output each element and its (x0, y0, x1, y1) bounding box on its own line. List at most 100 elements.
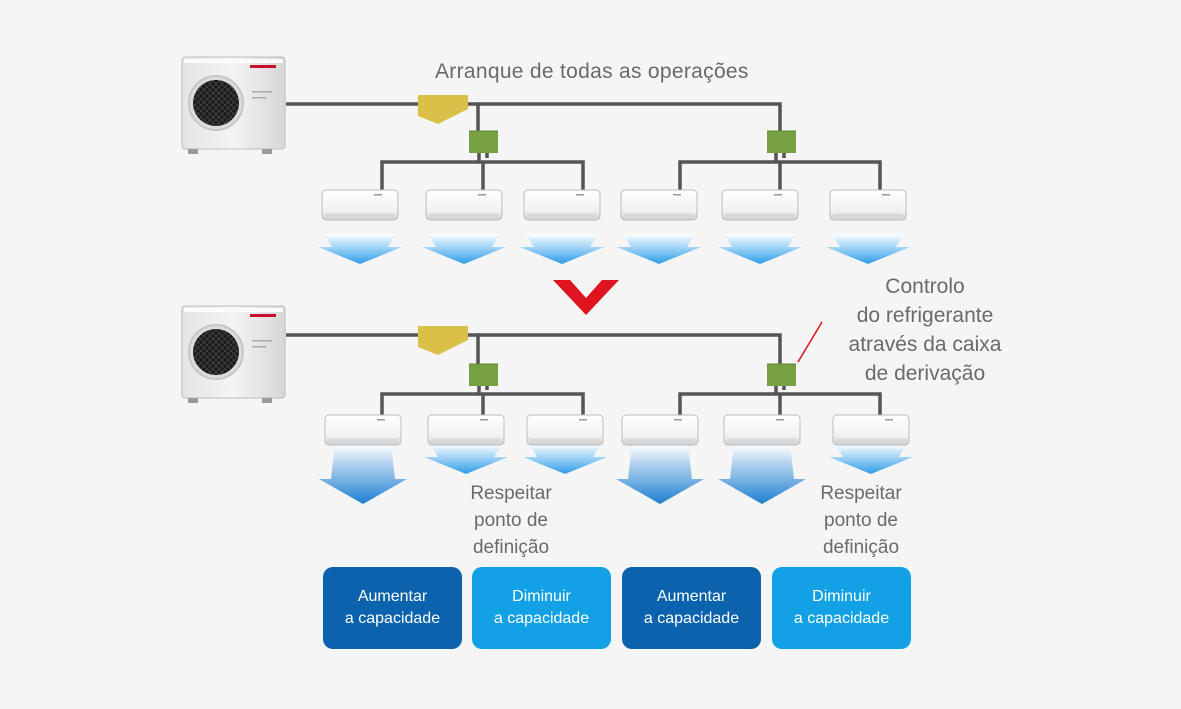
indoor-unit (427, 414, 505, 446)
increase-capacity-badge: Aumentar a capacidade (622, 567, 761, 649)
airflow-arrow-large (616, 444, 704, 504)
brand-logo (250, 65, 276, 68)
airflow-arrow-small (718, 234, 802, 264)
main-pipe (478, 333, 782, 364)
indoor-unit (723, 414, 801, 446)
indoor-unit-body (324, 414, 402, 446)
indoor-unit-logo (377, 419, 385, 421)
markers (553, 280, 823, 363)
indoor-unit-logo (576, 194, 584, 196)
indoor-unit-logo (673, 194, 681, 196)
indoor-unit-logo (776, 419, 784, 421)
respect-setpoint-label-left: Respeitar ponto de definição (470, 483, 552, 558)
indoor-unit-body (427, 414, 505, 446)
decrease-capacity-badge: Diminuir a capacidade (772, 567, 911, 649)
indoor-unit-body (620, 189, 698, 221)
indoor-unit-body (721, 189, 799, 221)
airflow-arrow-small (318, 234, 402, 264)
airflow-arrow-small (422, 234, 506, 264)
airflow-arrow-large (718, 444, 806, 504)
fan-grille-icon (193, 80, 239, 126)
indoor-unit-body (425, 189, 503, 221)
increase-capacity-badge: Aumentar a capacidade (323, 567, 462, 649)
indoor-unit-body (723, 414, 801, 446)
airflow-arrow-small (829, 444, 913, 474)
branch-box (469, 131, 498, 153)
indoor-unit-logo (885, 419, 893, 421)
fan-grille-icon (193, 329, 239, 375)
outdoor-unit-top (184, 308, 283, 312)
indoor-unit-logo (374, 194, 382, 196)
indoor-unit (829, 189, 907, 221)
label-strip (252, 346, 266, 348)
indoor-unit-vent (727, 439, 797, 442)
indoor-unit-vent (325, 214, 395, 217)
airflow-arrow-small (523, 444, 607, 474)
airflow-arrow-small (424, 444, 508, 474)
pipe-lines (286, 102, 882, 415)
indoor-unit-vent (431, 439, 501, 442)
outdoor-unit (181, 305, 286, 403)
indoor-unit-vent (625, 439, 695, 442)
indoor-unit (721, 189, 799, 221)
indoor-unit-body (832, 414, 910, 446)
indoor-unit-logo (774, 194, 782, 196)
indoor-unit-vent (624, 214, 694, 217)
diagram-title: Arranque de todas as operações (435, 60, 749, 83)
indoor-unit-body (621, 414, 699, 446)
main-pipe (478, 102, 782, 131)
header-box (418, 326, 468, 355)
label-strip (252, 91, 272, 93)
indoor-unit-body (829, 189, 907, 221)
branch-boxes (418, 95, 796, 386)
indoor-unit (832, 414, 910, 446)
indoor-unit-logo (674, 419, 682, 421)
decrease-capacity-badge: Diminuir a capacidade (472, 567, 611, 649)
indoor-unit (425, 189, 503, 221)
branch-box (767, 131, 796, 153)
airflow-arrow-small (520, 234, 604, 264)
outdoor-foot (262, 398, 272, 403)
branch-box (469, 364, 498, 386)
indoor-unit (324, 414, 402, 446)
indoor-unit (621, 414, 699, 446)
outdoor-foot (188, 398, 198, 403)
indoor-unit (321, 189, 399, 221)
indoor-unit-vent (328, 439, 398, 442)
branch-box (767, 364, 796, 386)
indoor-unit-logo (882, 194, 890, 196)
pointer-line (797, 321, 823, 363)
indoor-unit-logo (579, 419, 587, 421)
indoor-unit-vent (429, 214, 499, 217)
indoor-unit (526, 414, 604, 446)
indoor-unit-body (526, 414, 604, 446)
airflow-arrow-small (617, 234, 701, 264)
respect-setpoint-label-right: Respeitar ponto de definição (820, 483, 902, 558)
brand-logo (250, 314, 276, 317)
indoor-unit-logo (478, 194, 486, 196)
indoor-unit-vent (836, 439, 906, 442)
header-box (418, 95, 468, 124)
outdoor-units (181, 56, 286, 403)
airflow-arrow-large (319, 444, 407, 504)
indoor-unit (620, 189, 698, 221)
indoor-unit-vent (833, 214, 903, 217)
airflow-arrow-small (826, 234, 910, 264)
outdoor-unit-top (184, 59, 283, 63)
indoor-unit-vent (530, 439, 600, 442)
indoor-unit-body (321, 189, 399, 221)
airflow-arrows (318, 234, 913, 504)
refrigerant-control-label: Controlo do refrigerante através da caix… (848, 275, 1002, 385)
outdoor-unit (181, 56, 286, 154)
outdoor-foot (262, 149, 272, 154)
indoor-unit-body (523, 189, 601, 221)
outdoor-foot (188, 149, 198, 154)
indoor-unit-vent (725, 214, 795, 217)
indoor-units (321, 189, 910, 446)
indoor-unit-vent (527, 214, 597, 217)
indoor-unit (523, 189, 601, 221)
label-strip (252, 340, 272, 342)
indoor-unit-logo (480, 419, 488, 421)
